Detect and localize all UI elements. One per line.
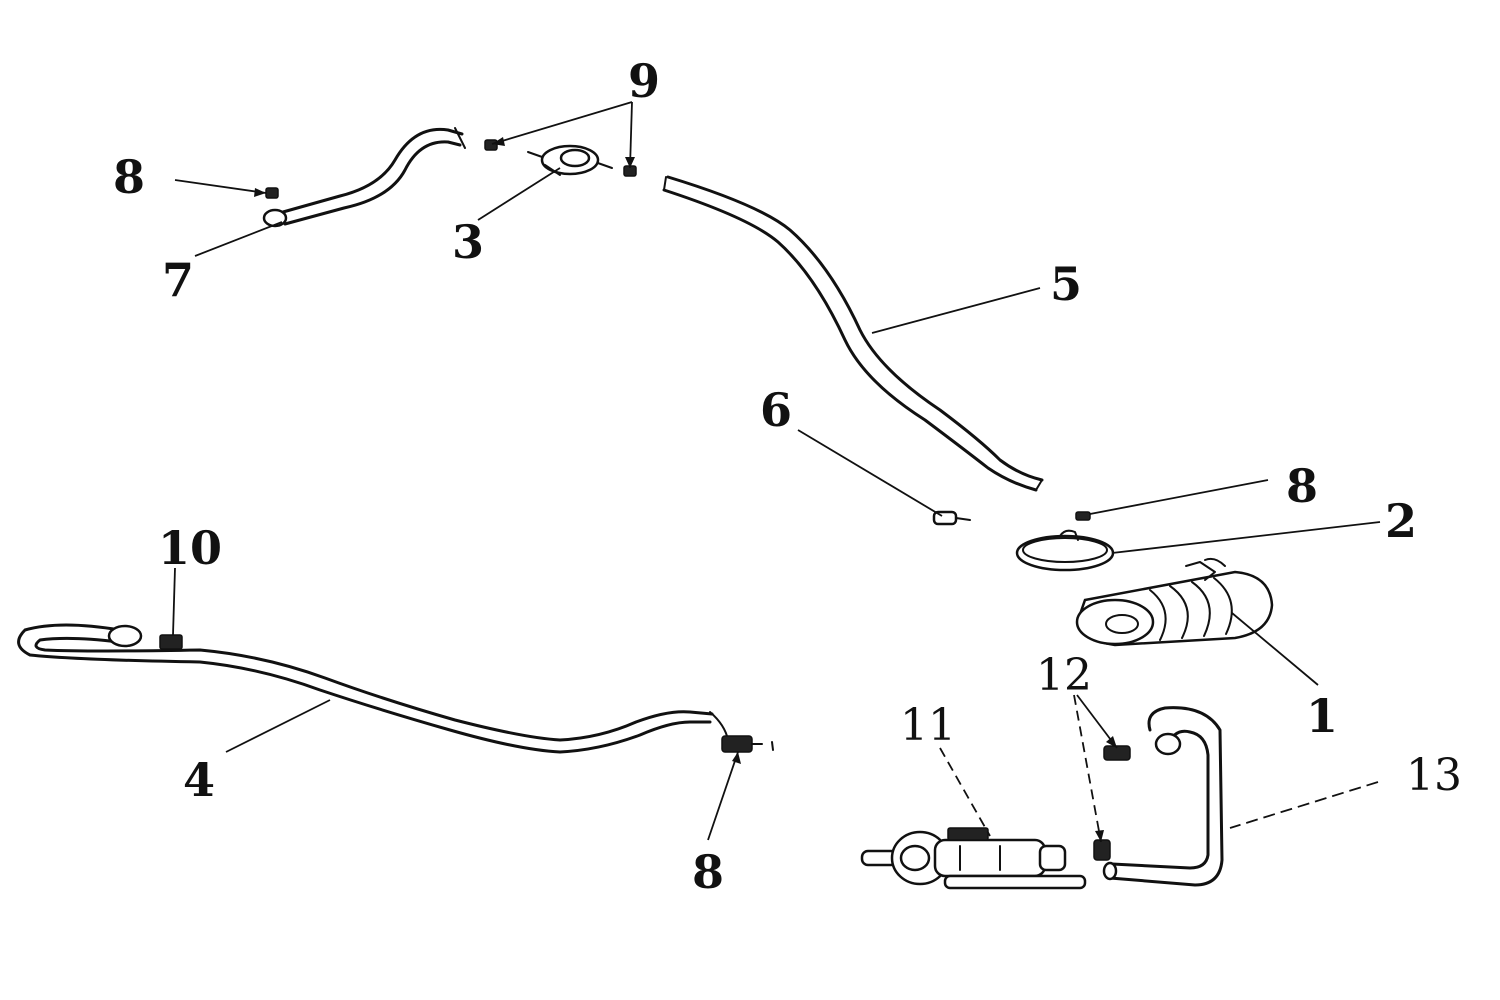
callout-12: 12 xyxy=(1036,650,1092,701)
solenoid-part-11 xyxy=(860,827,1087,890)
callout-7: 7 xyxy=(162,253,194,307)
arrowhead-icon xyxy=(254,188,266,197)
leader-line-8-bottom xyxy=(707,751,739,841)
leader-line-9a xyxy=(491,101,633,145)
arrowhead-icon xyxy=(1106,736,1117,748)
callout-8-bottom: 8 xyxy=(692,845,724,899)
callout-3: 3 xyxy=(452,215,484,269)
hose-part-5 xyxy=(662,175,1044,492)
leader-line-5 xyxy=(871,287,1041,334)
leader-line-8-right xyxy=(1089,479,1269,515)
hose-part-4 xyxy=(17,623,729,754)
clip-part-8-right xyxy=(1075,511,1091,521)
clip-part-8-top xyxy=(265,187,279,199)
hose-end-fitting xyxy=(107,624,143,648)
callout-13: 13 xyxy=(1406,750,1462,801)
leader-line-4 xyxy=(225,699,331,753)
valve-part-3 xyxy=(527,144,613,176)
leader-lines xyxy=(172,101,1381,843)
callout-8-right: 8 xyxy=(1286,459,1318,513)
clip-part-12 xyxy=(1093,745,1131,861)
arrowhead-icon xyxy=(1095,830,1104,842)
callout-2: 2 xyxy=(1385,494,1417,548)
arrowhead-icon xyxy=(625,157,635,168)
hose-part-7 xyxy=(262,127,466,228)
leader-line-1 xyxy=(1231,612,1319,686)
arrowhead-icon xyxy=(492,137,505,146)
leader-line-3 xyxy=(477,167,561,221)
leader-line-8-top xyxy=(174,179,267,194)
callout-1: 1 xyxy=(1306,689,1338,743)
hose-end-fitting xyxy=(1102,861,1118,881)
leader-line-13 xyxy=(1229,781,1379,829)
leader-line-11 xyxy=(939,747,991,837)
clamp-part-2 xyxy=(1015,529,1115,572)
hose-part-13 xyxy=(1102,706,1224,887)
canister-part-1 xyxy=(1075,557,1274,647)
clip-part-8-bottom xyxy=(721,735,774,753)
arrowhead-icon xyxy=(732,752,741,764)
hose-end-fitting xyxy=(1154,732,1182,756)
callout-4: 4 xyxy=(183,753,215,807)
callout-6: 6 xyxy=(760,383,792,437)
callout-8-top: 8 xyxy=(113,150,145,204)
leader-line-10 xyxy=(172,567,176,636)
callout-11: 11 xyxy=(900,700,956,751)
callout-10: 10 xyxy=(158,521,222,575)
leader-line-7 xyxy=(194,221,283,257)
leader-line-12b xyxy=(1073,694,1102,843)
leader-line-6 xyxy=(797,429,943,517)
clip-part-10 xyxy=(159,634,183,650)
leader-line-2 xyxy=(1111,521,1381,554)
callout-9: 9 xyxy=(628,54,660,108)
callout-5: 5 xyxy=(1050,257,1082,311)
callout-labels: 9 8 3 7 5 6 8 2 1 10 4 8 11 12 13 xyxy=(113,54,1462,899)
hose-end-fitting xyxy=(262,208,288,228)
